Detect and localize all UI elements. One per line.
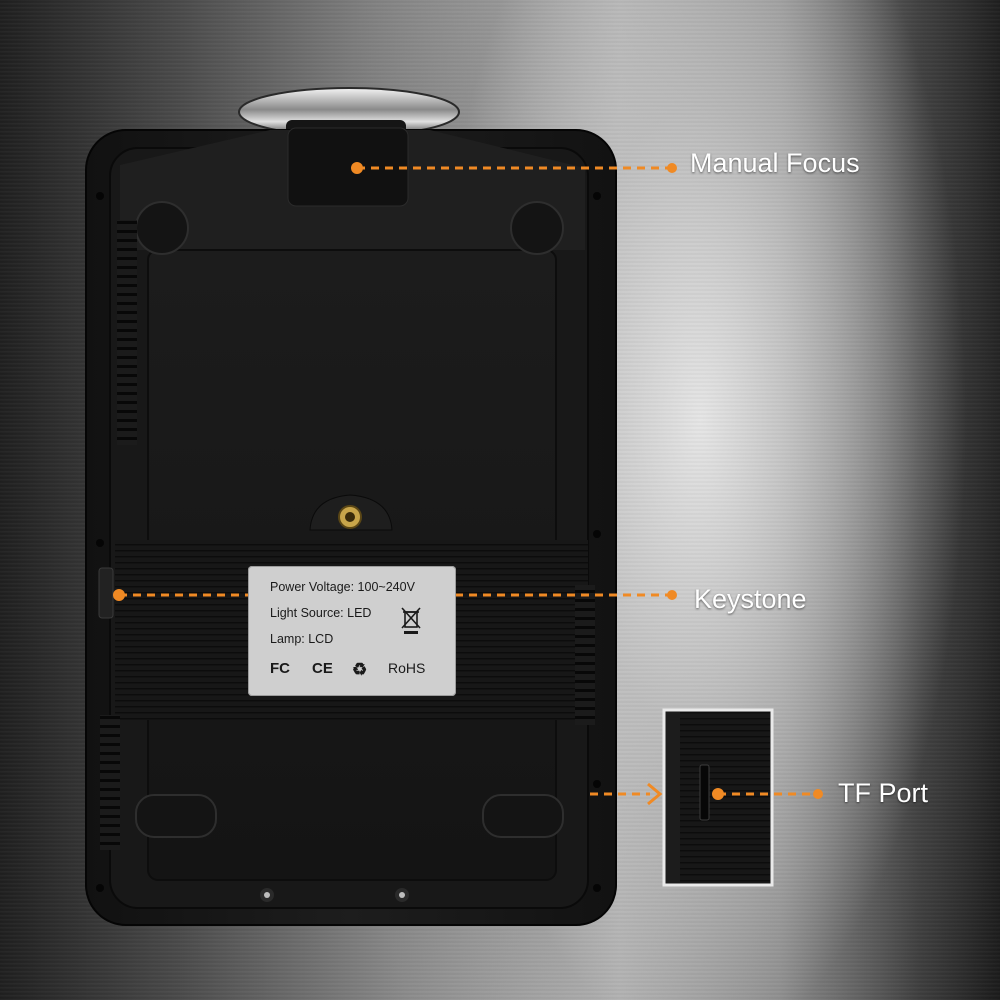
bottom-screws bbox=[260, 888, 409, 902]
tf-port-label: TF Port bbox=[838, 778, 929, 808]
manual-focus-label: Manual Focus bbox=[690, 148, 860, 178]
power-voltage-text: Power Voltage: 100~240V bbox=[270, 580, 415, 594]
rubber-foot-bottom-right bbox=[482, 794, 564, 838]
keystone-label: Keystone bbox=[694, 584, 807, 614]
tripod-mount bbox=[309, 494, 393, 531]
lamp-text: Lamp: LCD bbox=[270, 632, 334, 646]
recycle-icon: ♻ bbox=[352, 660, 368, 679]
keystone-wheel[interactable] bbox=[98, 567, 114, 619]
fc-mark: FC bbox=[270, 660, 290, 677]
certification-row: FC CE ♻ RoHS bbox=[270, 660, 440, 682]
spec-label: Power Voltage: 100~240V Light Source: LE… bbox=[248, 566, 456, 696]
rubber-foot-top-left bbox=[135, 201, 189, 255]
side-vent-right bbox=[575, 585, 595, 725]
ce-mark: CE bbox=[312, 660, 333, 677]
light-source-text: Light Source: LED bbox=[270, 606, 372, 620]
rubber-foot-bottom-left bbox=[135, 794, 217, 838]
rohs-mark: RoHS bbox=[388, 660, 426, 676]
tf-arrow-head bbox=[647, 782, 663, 806]
rubber-foot-top-right bbox=[510, 201, 564, 255]
side-vent-left bbox=[117, 220, 137, 445]
lens-housing bbox=[287, 127, 409, 207]
callout-dots bbox=[113, 162, 823, 800]
side-vent-lower-left bbox=[100, 715, 120, 850]
screw-holes bbox=[96, 192, 601, 892]
tf-card-slot[interactable] bbox=[699, 764, 710, 821]
weee-bin-icon bbox=[401, 607, 421, 634]
callout-lines bbox=[119, 166, 818, 796]
